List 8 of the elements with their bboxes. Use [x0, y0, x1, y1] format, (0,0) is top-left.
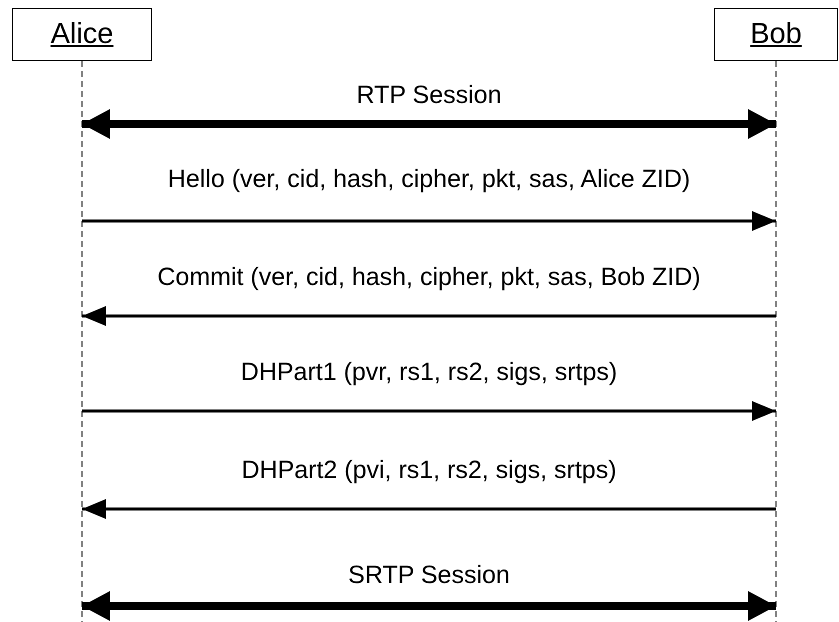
arrow: [82, 591, 776, 621]
actor-box: Alice: [12, 8, 152, 61]
arrow: [82, 499, 776, 519]
arrow: [82, 211, 776, 231]
arrow: [82, 401, 776, 421]
arrow: [82, 306, 776, 326]
actor-box: Bob: [714, 8, 838, 61]
arrow: [82, 109, 776, 139]
